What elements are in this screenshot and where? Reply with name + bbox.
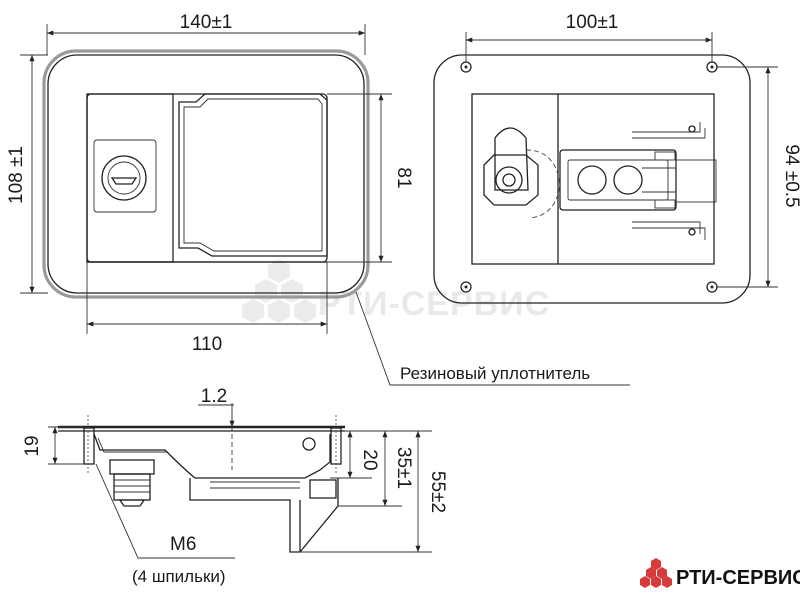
stud-count-label: (4 шпильки) <box>132 567 226 586</box>
brand-logo: РТИ-СЕРВИС <box>640 558 800 589</box>
stud-leader-line <box>95 463 235 559</box>
brand-text: РТИ-СЕРВИС <box>676 567 800 589</box>
gasket-leader-line <box>355 291 630 386</box>
gasket-label: Резиновый уплотнитель <box>400 364 590 383</box>
front-flange-outline <box>47 54 365 294</box>
back-flange-outline <box>433 54 751 304</box>
lock-housing <box>93 139 157 213</box>
dim-side-thickness: 1.2 <box>201 386 227 407</box>
dim-back-width: 100±1 <box>566 12 619 33</box>
dim-side-depth-55: 55±2 <box>427 471 448 513</box>
dim-front-height: 108 ±1 <box>6 146 27 204</box>
back-body <box>471 93 715 265</box>
dim-side-depth-35: 35±1 <box>393 447 414 489</box>
dim-front-width: 140±1 <box>180 12 233 33</box>
dim-back-height: 94 ±0.5 <box>781 144 800 207</box>
stud-label: M6 <box>170 534 196 555</box>
front-gasket-outline <box>42 49 370 299</box>
key-cylinder <box>101 155 147 201</box>
dim-side-depth-20: 20 <box>359 449 380 470</box>
side-gasket-block <box>83 427 342 465</box>
dim-side-flange: 19 <box>22 435 43 456</box>
back-view: 100±1 94 ±0.5 <box>433 12 800 304</box>
brand-logo-icon <box>640 558 672 588</box>
side-latch-bracket <box>189 478 339 553</box>
stud-icon <box>460 61 718 293</box>
dim-front-inner-height: 81 <box>393 167 414 188</box>
side-lock-cylinder <box>109 459 155 507</box>
keyhole-icon <box>110 177 138 185</box>
cam-lock-mechanism <box>483 122 717 240</box>
watermark: РТИ-СЕРВИС <box>242 259 549 323</box>
side-rivet <box>302 437 316 451</box>
paddle-handle <box>178 93 328 257</box>
front-view: 140±1 108 ±1 81 110 Резиновый уплотнител… <box>6 12 630 386</box>
watermark-logo-icon <box>242 259 316 323</box>
dim-front-base-width: 110 <box>192 334 222 355</box>
side-view: 1.2 19 20 35±1 55±2 M6 (4 шпильки) <box>22 386 448 586</box>
